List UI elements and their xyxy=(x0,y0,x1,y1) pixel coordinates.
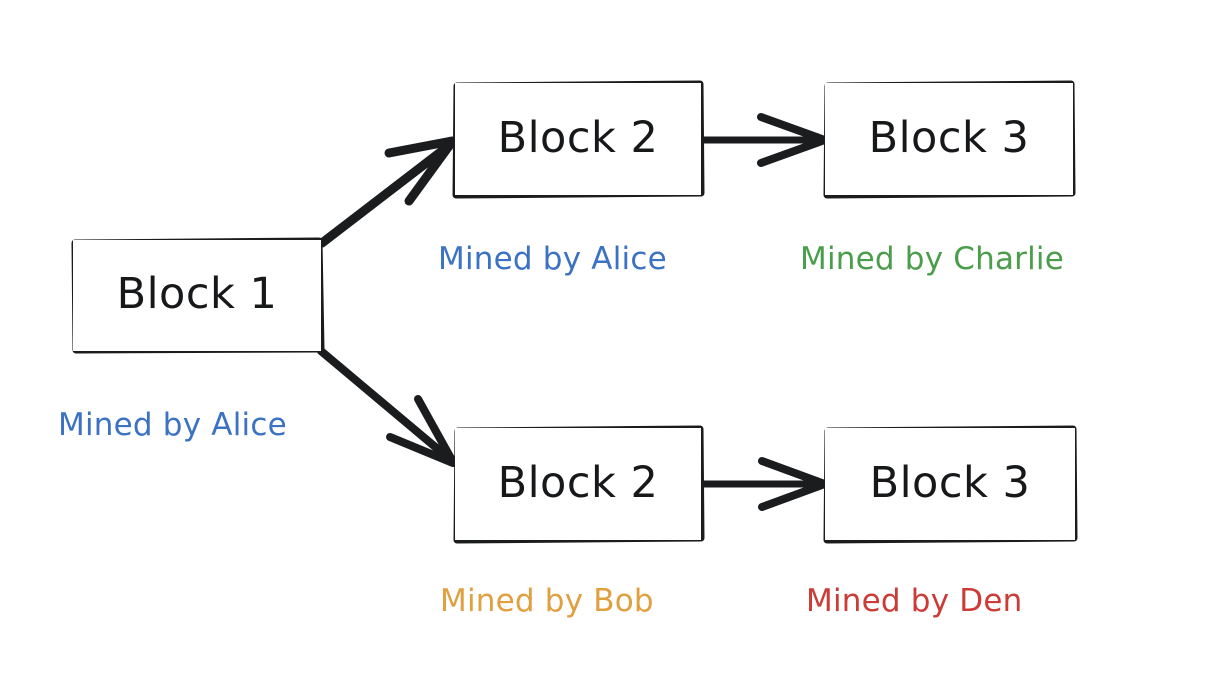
node-top-block2[interactable]: Block 2 xyxy=(455,83,701,195)
node-top-block2-label: Block 2 xyxy=(497,112,659,163)
node-top-block3-label: Block 3 xyxy=(868,112,1030,163)
miner-label-top-block2: Mined by Alice xyxy=(438,241,667,277)
edge-block1-to-bot-block2 xyxy=(317,347,457,467)
node-block1-label: Block 1 xyxy=(116,269,278,319)
edge-block1-to-top-block2 xyxy=(317,136,457,248)
node-bot-block3-label: Block 3 xyxy=(869,457,1031,508)
miner-label-top-block3: Mined by Charlie xyxy=(800,241,1065,277)
edge-top-block2-to-top-block3 xyxy=(699,113,826,167)
node-bot-block2-label: Block 2 xyxy=(497,457,659,508)
miner-label-bot-block3: Mined by Den xyxy=(806,583,1023,619)
node-bot-block2[interactable]: Block 2 xyxy=(455,428,701,540)
node-block1[interactable]: Block 1 xyxy=(73,240,321,351)
node-bot-block3[interactable]: Block 3 xyxy=(825,428,1075,540)
miner-label-block1: Mined by Alice xyxy=(58,407,287,443)
miner-label-bot-block2: Mined by Bob xyxy=(440,583,654,619)
node-top-block3[interactable]: Block 3 xyxy=(825,83,1073,195)
edge-bot-block2-to-bot-block3 xyxy=(699,457,826,511)
